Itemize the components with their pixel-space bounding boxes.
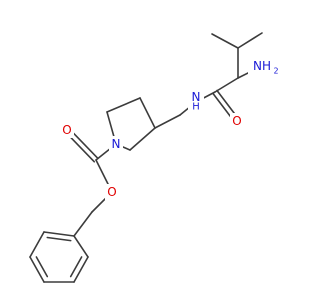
- ring-nitrogen-bg: [109, 136, 123, 152]
- amide-nitrogen-label: N: [192, 90, 201, 104]
- carbamate-carbonyl-oxygen-bg: [60, 122, 74, 138]
- benzene-bond-4: [73, 256, 89, 283]
- benzene-inner-4: [69, 256, 83, 278]
- ring-bond-c3-c4: [139, 97, 156, 129]
- bond-layer: [29, 32, 263, 283]
- bond-beta-me1: [211, 33, 239, 49]
- atom-label-layer: N N H O NH 2 O O: [60, 57, 282, 200]
- benzene-bond-1: [29, 231, 45, 258]
- benzene-inner-0: [46, 236, 72, 242]
- carbamate-carbonyl-oxygen-label: O: [62, 123, 71, 137]
- bond-carbonyl-c-alpha: [214, 77, 239, 93]
- amino-subscript-label: 2: [273, 67, 278, 76]
- molecule-structure: N N H O NH 2 O O: [29, 32, 282, 283]
- bond-ch2-phenyl: [73, 211, 93, 237]
- carbamate-ester-oxygen-label: O: [107, 185, 116, 199]
- ring-nitrogen-label: N: [112, 137, 121, 151]
- ring-bond-c4-c5: [129, 127, 156, 151]
- benzene-bond-5: [73, 235, 89, 258]
- amide-nh-bg: [188, 86, 204, 112]
- bond-beta-me2: [237, 32, 263, 49]
- benzene-bond-2: [29, 256, 45, 283]
- amide-oxygen-label: O: [232, 114, 241, 128]
- ring-bond-c2-c3: [106, 97, 141, 113]
- benzene-bond-0: [43, 231, 75, 237]
- amino-group-label: NH: [253, 59, 271, 73]
- carbamate-ester-oxygen-bg: [105, 184, 119, 200]
- bond-ring-ch2: [154, 114, 181, 129]
- amino-group-bg: [248, 57, 282, 77]
- amide-hydrogen-label: H: [192, 102, 200, 113]
- benzene-inner-2: [35, 256, 49, 278]
- amide-oxygen-bg: [230, 113, 244, 129]
